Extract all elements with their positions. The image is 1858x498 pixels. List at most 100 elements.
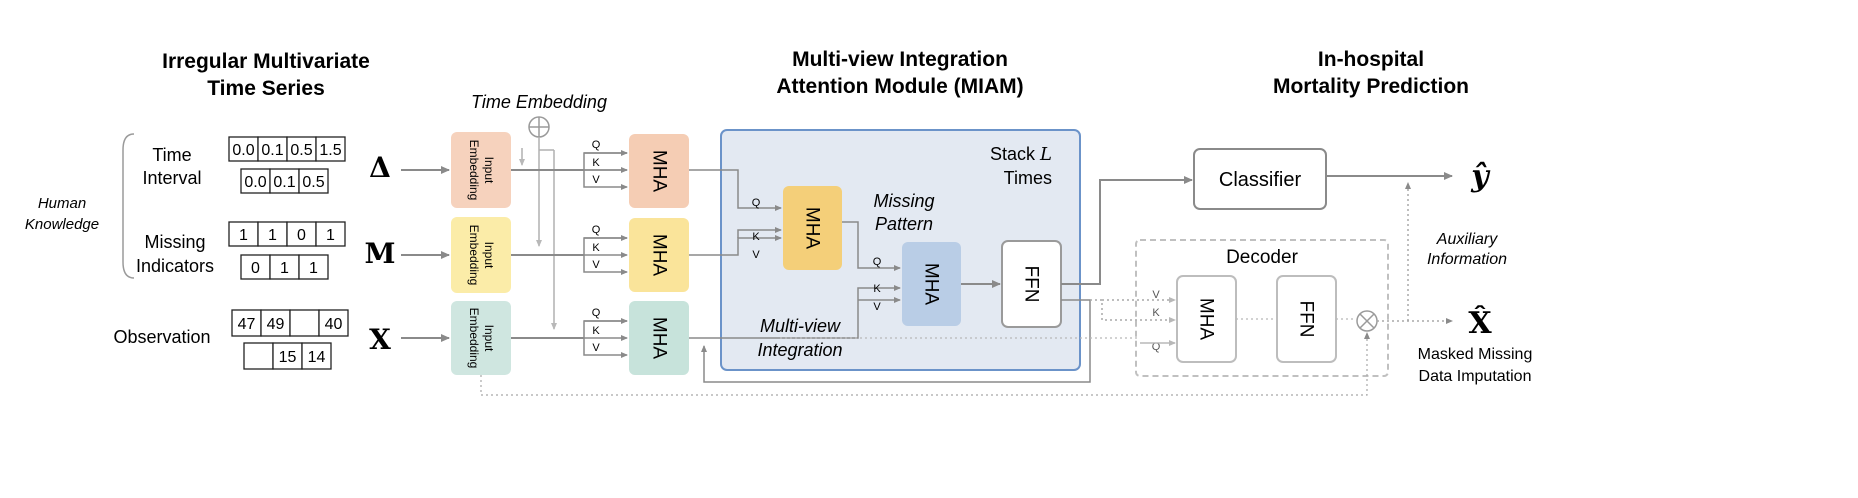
table-cell-value: 0.5 xyxy=(290,142,312,159)
arrow-ffn-to-classifier xyxy=(1061,176,1193,285)
svg-text:MHA: MHA xyxy=(649,317,670,360)
classifier-label: Classifier xyxy=(1219,169,1302,191)
v-label: V xyxy=(873,301,881,313)
prediction-title-line2: Mortality Prediction xyxy=(1273,75,1469,98)
m-symbol: M xyxy=(365,237,396,270)
table-cell-value: 0.5 xyxy=(302,174,324,191)
table-cell xyxy=(257,221,288,247)
add-operator-icon xyxy=(528,116,550,138)
ffn-block: FFN xyxy=(1001,240,1062,328)
decoder-container xyxy=(1135,239,1389,377)
table-cell-value: 1 xyxy=(326,227,335,244)
svg-text:MHA: MHA xyxy=(921,263,942,306)
mha-mask: MHA xyxy=(629,218,689,292)
table-cell xyxy=(286,136,317,162)
q-label: Q xyxy=(1152,341,1161,353)
input-embedding-delta: Input Embedding xyxy=(451,132,511,208)
q-label: Q xyxy=(592,307,601,319)
observation-label: Observation xyxy=(113,327,210,347)
decoder-mha: MHA xyxy=(1176,275,1237,363)
stack-loop-arrow xyxy=(701,299,1091,383)
svg-text:FFN: FFN xyxy=(1296,301,1317,338)
auxiliary-line2: Information xyxy=(1427,251,1507,268)
table-cell xyxy=(260,309,291,337)
time-interval-label-1: Time xyxy=(152,145,191,165)
table-cell-value: 14 xyxy=(308,349,326,366)
k-label: K xyxy=(592,242,600,254)
arrow-mp-to-mv-q xyxy=(842,221,901,271)
missing-indicators-label-2: Indicators xyxy=(136,256,214,276)
embed-to-mha-mask: Q K V xyxy=(511,224,627,272)
svg-text:MHA: MHA xyxy=(649,234,670,277)
table-cell xyxy=(228,136,259,162)
svg-text:MHA: MHA xyxy=(649,150,670,193)
table-cell xyxy=(228,221,259,247)
table-cell xyxy=(257,136,288,162)
v-label: V xyxy=(592,174,600,186)
arrow-delta-mha-to-q xyxy=(689,169,782,211)
table-cell-value: 1 xyxy=(280,260,289,277)
miam-title: Multi-view Integration Attention Module … xyxy=(776,48,1023,98)
table-cell xyxy=(298,254,329,280)
table-cell xyxy=(286,221,317,247)
table-cell xyxy=(298,168,329,194)
table-cell-value: 0.1 xyxy=(273,174,295,191)
stack-label-line1: Stack L xyxy=(990,144,1052,165)
input-embedding-delta-line2: Embedding xyxy=(467,140,481,201)
x-hat-output: X̂ xyxy=(1468,306,1492,341)
embed-to-mha-obs: Q K V xyxy=(511,307,627,355)
svg-text:MHA: MHA xyxy=(1196,298,1217,341)
auxiliary-line1: Auxiliary xyxy=(1436,231,1498,248)
table-cell-value: 0.1 xyxy=(261,142,283,159)
table-cell-value: 0 xyxy=(297,227,306,244)
missing-pattern-line1: Missing xyxy=(873,191,934,211)
mask-to-mult-arrow xyxy=(480,332,1370,396)
input-embedding-mask-line2: Embedding xyxy=(467,225,481,286)
input-embedding-obs-line2: Embedding xyxy=(467,308,481,369)
table-cell xyxy=(269,254,300,280)
classifier-block: Classifier xyxy=(1193,148,1327,210)
prediction-title: In-hospital Mortality Prediction xyxy=(1273,48,1469,98)
mha-multiview: MHA xyxy=(902,242,961,326)
missing-indicators-label-1: Missing xyxy=(144,232,205,252)
decoder-label: Decoder xyxy=(1226,247,1298,268)
k-label: K xyxy=(592,325,600,337)
masked-line1: Masked Missing xyxy=(1418,346,1533,363)
multiply-operator-icon xyxy=(1356,310,1378,332)
human-knowledge-line1: Human xyxy=(38,195,86,212)
table-cell xyxy=(243,342,274,370)
multiview-line2: Integration xyxy=(757,340,842,360)
k-label: K xyxy=(873,283,881,295)
table-cell-value: 15 xyxy=(279,349,297,366)
v-label: V xyxy=(752,249,760,261)
svg-text:MHA: MHA xyxy=(802,207,823,250)
table-cell-value: 1.5 xyxy=(319,142,341,159)
mha-missing-pattern: MHA xyxy=(783,186,842,270)
imts-title-line2: Time Series xyxy=(207,77,325,100)
table-cell-value: 1 xyxy=(268,227,277,244)
miam-title-line2: Attention Module (MIAM) xyxy=(776,75,1023,98)
k-label: K xyxy=(592,157,600,169)
table-cell xyxy=(315,221,346,247)
table-cell-value: 47 xyxy=(238,316,256,333)
table-cell xyxy=(240,168,271,194)
table-cell-value: 0.0 xyxy=(232,142,254,159)
time-interval-label-2: Interval xyxy=(142,168,201,188)
missing-pattern-line2: Pattern xyxy=(875,214,933,234)
imts-title: Irregular Multivariate Time Series xyxy=(162,50,370,100)
table-cell-value: 1 xyxy=(239,227,248,244)
arrow-mask-mha-to-v xyxy=(737,227,782,238)
human-knowledge-brace xyxy=(122,133,135,279)
v-label: V xyxy=(1152,289,1160,301)
input-embedding-mask: Input Embedding xyxy=(451,217,511,293)
delta-symbol: Δ xyxy=(369,151,391,184)
multiview-line1: Multi-view xyxy=(760,316,841,336)
mha-delta: MHA xyxy=(629,134,689,208)
human-knowledge-line2: Knowledge xyxy=(25,216,99,233)
time-embedding-label: Time Embedding xyxy=(471,92,607,112)
table-cell-value: 1 xyxy=(309,260,318,277)
table-cell-value: 49 xyxy=(267,316,285,333)
y-hat-output: ŷ xyxy=(1470,159,1491,194)
q-label: Q xyxy=(592,224,601,236)
